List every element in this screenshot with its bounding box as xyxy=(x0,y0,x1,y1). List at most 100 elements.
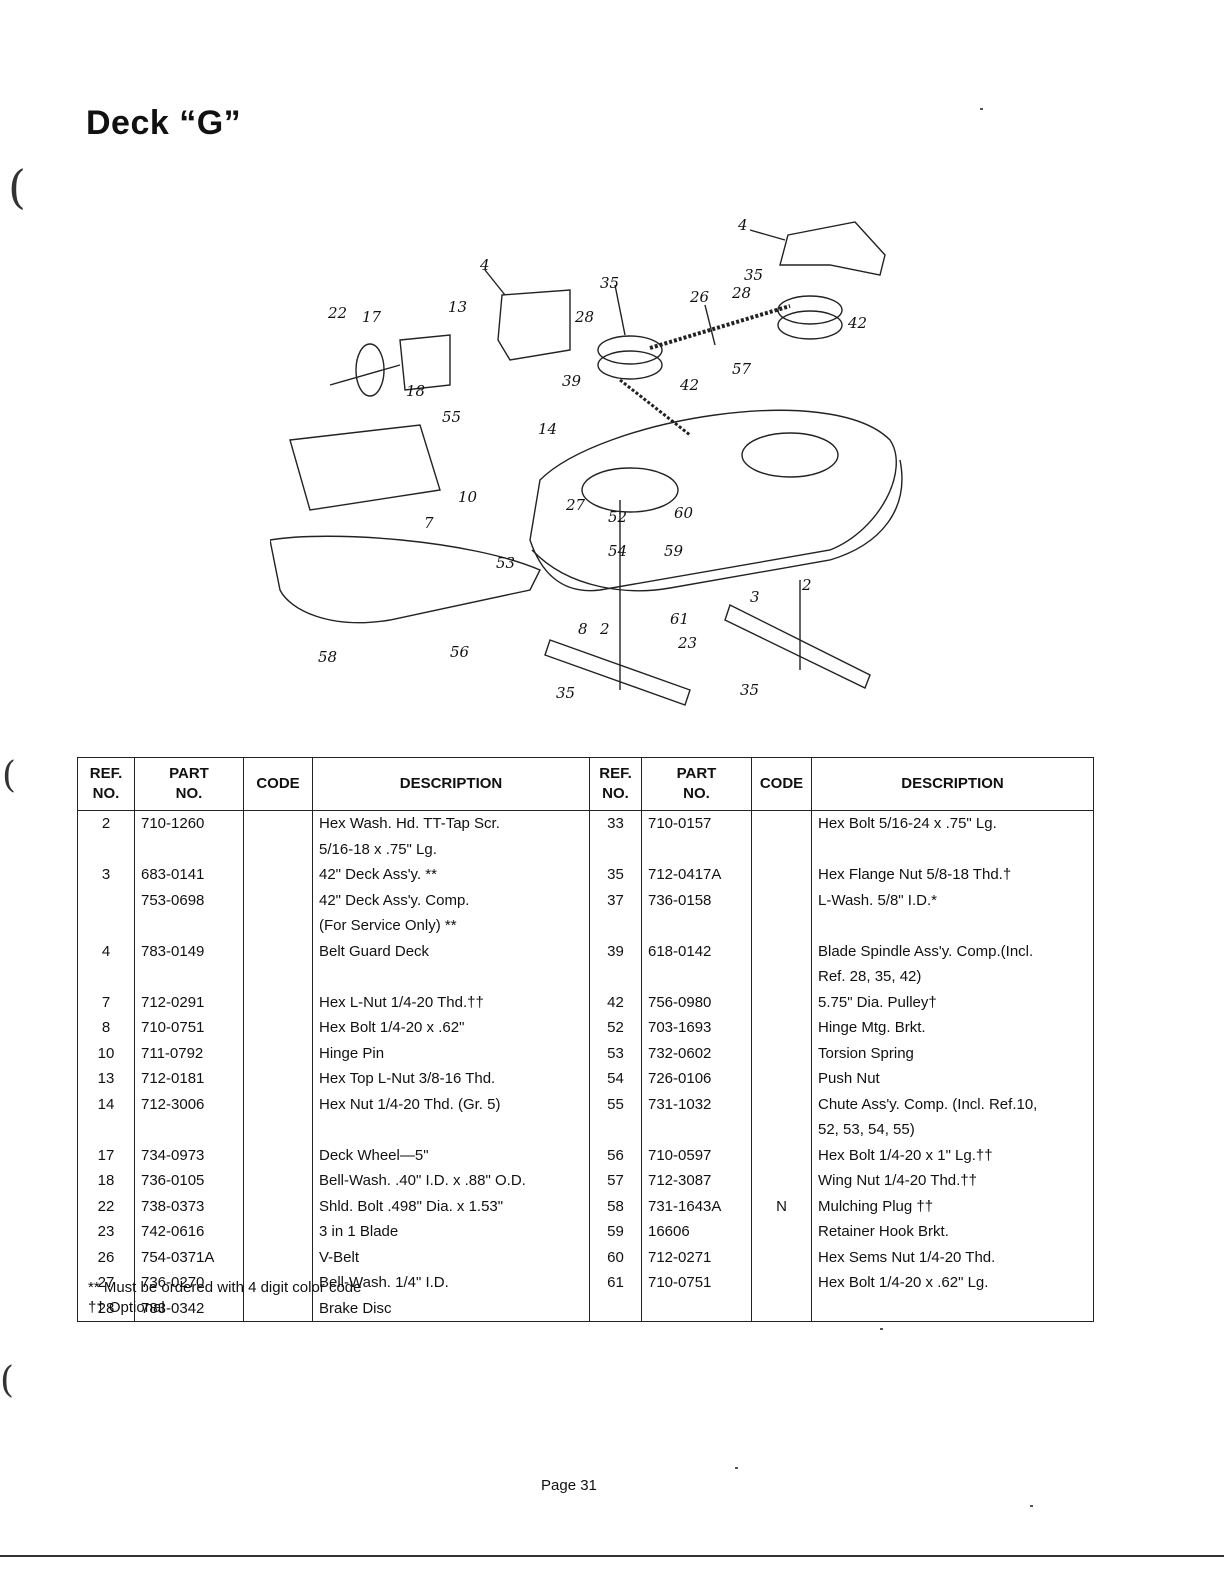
cell-code xyxy=(243,938,313,990)
cell-part-no: 712-3006 xyxy=(134,1091,244,1143)
cell-part-no: 712-0417A xyxy=(641,862,752,888)
cell-code xyxy=(751,1168,812,1194)
cell-description: Hex Wash. Hd. TT-Tap Scr. 5/16-18 x .75"… xyxy=(312,810,590,862)
cell-ref: 42 xyxy=(589,989,642,1015)
col-header-ref: REF. NO. xyxy=(77,757,135,811)
cell-part-no: 16606 xyxy=(641,1219,752,1245)
cell-part-no: 710-0597 xyxy=(641,1142,752,1168)
cell-code xyxy=(243,1168,313,1194)
cell-ref: 60 xyxy=(589,1244,642,1270)
col-header-description: DESCRIPTION xyxy=(811,757,1094,811)
col-header-code: CODE xyxy=(751,757,812,811)
cell-ref: 52 xyxy=(589,1015,642,1041)
cell-description: Push Nut xyxy=(811,1066,1094,1092)
cell-code xyxy=(243,862,313,888)
cell-part-no xyxy=(641,1295,752,1322)
cell-code xyxy=(243,1142,313,1168)
belt-guard-right xyxy=(779,221,886,276)
cell-code xyxy=(751,1270,812,1296)
callout-label: 7 xyxy=(424,514,434,532)
mulching-plug xyxy=(269,535,541,624)
pulley-left xyxy=(597,350,663,380)
col-header-part: PART NO. xyxy=(134,757,244,811)
cell-code xyxy=(243,989,313,1015)
callout-label: 42 xyxy=(679,376,699,394)
deck-shell xyxy=(529,409,897,592)
scan-speck xyxy=(880,1328,883,1330)
wheel-bolt xyxy=(329,364,401,386)
cell-ref: 54 xyxy=(589,1066,642,1092)
cell-code: N xyxy=(751,1193,812,1219)
cell-description: Hex Bolt 1/4-20 x 1" Lg.†† xyxy=(811,1142,1094,1168)
cell-code xyxy=(243,1193,313,1219)
cell-ref: 14 xyxy=(77,1091,135,1143)
cell-ref: 26 xyxy=(77,1244,135,1270)
table-header-row: REF. NO. PART NO. CODE DESCRIPTION REF. … xyxy=(77,757,1094,811)
cell-description: Hex Top L-Nut 3/8-16 Thd. xyxy=(312,1066,590,1092)
cell-ref: 56 xyxy=(589,1142,642,1168)
pulley-right xyxy=(777,295,843,325)
cell-part-no: 710-0157 xyxy=(641,810,752,862)
cell-code xyxy=(243,1040,313,1066)
cell-description: Hex Sems Nut 1/4-20 Thd. xyxy=(811,1244,1094,1270)
cell-description: 42" Deck Ass'y. ** xyxy=(312,862,590,888)
callout-label: 18 xyxy=(406,382,425,400)
cell-description: Hinge Mtg. Brkt. xyxy=(811,1015,1094,1041)
cell-code xyxy=(751,862,812,888)
cell-ref: 8 xyxy=(77,1015,135,1041)
cell-part-no: 710-0751 xyxy=(641,1270,752,1296)
cell-code xyxy=(751,1066,812,1092)
callout-label: 17 xyxy=(362,308,382,326)
deck-skirt xyxy=(531,459,903,592)
col-header-description: DESCRIPTION xyxy=(312,757,590,811)
cell-code xyxy=(751,938,812,990)
cell-ref: 27 xyxy=(77,1270,135,1296)
callout-label: 28 xyxy=(574,308,594,326)
cell-ref: 2 xyxy=(77,810,135,862)
parts-table: REF. NO. PART NO. CODE DESCRIPTION REF. … xyxy=(77,757,1094,1322)
cell-description: Shld. Bolt .498" Dia. x 1.53" xyxy=(312,1193,590,1219)
cell-ref: 4 xyxy=(77,938,135,990)
cell-part-no: 726-0106 xyxy=(641,1066,752,1092)
cell-ref: 61 xyxy=(589,1270,642,1296)
cell-part-no: 711-0792 xyxy=(134,1040,244,1066)
callout-label: 57 xyxy=(732,360,752,378)
callout-label: 3 xyxy=(750,588,760,606)
cell-part-no: 754-0371A xyxy=(134,1244,244,1270)
cell-ref xyxy=(77,887,135,939)
cell-ref: 22 xyxy=(77,1193,135,1219)
diagram-svg: 4 4 35 35 26 28 42 22 17 13 18 28 39 42 … xyxy=(269,216,903,706)
cell-description: Deck Wheel—5" xyxy=(312,1142,590,1168)
callout-label: 14 xyxy=(538,420,557,438)
callout-label: 53 xyxy=(496,554,515,572)
cell-ref: 3 xyxy=(77,862,135,888)
callout-label: 42 xyxy=(847,314,867,332)
callout-label: 4 xyxy=(737,216,748,234)
cell-part-no: 738-0373 xyxy=(134,1193,244,1219)
cell-ref: 37 xyxy=(589,887,642,939)
cell-code xyxy=(243,1270,313,1296)
cell-code xyxy=(751,1244,812,1270)
callout-label: 8 xyxy=(578,620,588,638)
cell-code xyxy=(751,1091,812,1143)
cell-description: V-Belt xyxy=(312,1244,590,1270)
cell-part-no: 736-0158 xyxy=(641,887,752,939)
cell-description: Hex Nut 1/4-20 Thd. (Gr. 5) xyxy=(312,1091,590,1143)
callout-label: 35 xyxy=(556,684,575,702)
callout-label: 58 xyxy=(318,648,337,666)
callout-label: 59 xyxy=(664,542,684,560)
callout-label: 23 xyxy=(677,634,697,652)
cell-part-no: 736-0105 xyxy=(134,1168,244,1194)
spindle-opening xyxy=(581,467,679,513)
cell-description: Brake Disc xyxy=(312,1295,590,1322)
cell-code xyxy=(243,1244,313,1270)
cell-part-no: 710-1260 xyxy=(134,810,244,862)
scan-mark: ( xyxy=(2,755,17,796)
cell-part-no: 734-0973 xyxy=(134,1142,244,1168)
callout-label: 54 xyxy=(608,542,627,560)
